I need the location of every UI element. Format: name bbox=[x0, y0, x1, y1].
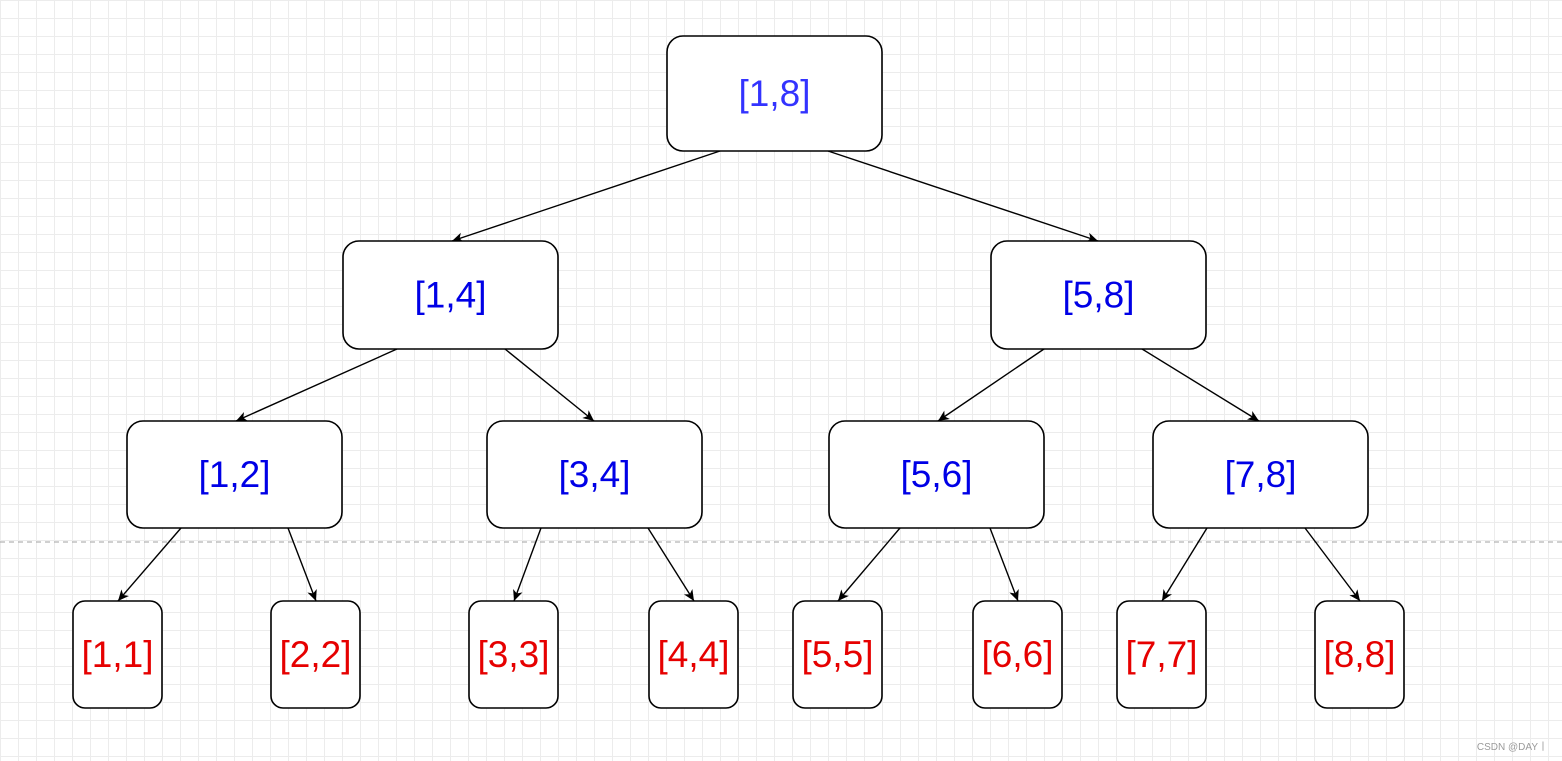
node-box bbox=[342, 240, 559, 350]
node-box bbox=[828, 420, 1045, 529]
tree-node-n34: [3,4] bbox=[486, 420, 703, 529]
node-label: [6,6] bbox=[982, 634, 1054, 675]
nodes-layer: [1,8] [1,4] [5,8] [1,2] [3,4] [5,6] [7,8] [1,1]… bbox=[72, 35, 1405, 709]
node-label: [5,6] bbox=[901, 454, 973, 495]
node-label: [4,4] bbox=[658, 634, 730, 675]
node-label: [1,4] bbox=[415, 275, 487, 316]
node-box bbox=[990, 240, 1207, 350]
node-label: [7,7] bbox=[1126, 634, 1198, 675]
node-box bbox=[270, 600, 361, 709]
tree-node-n77: [7,7] bbox=[1116, 600, 1207, 709]
edge-n78-to-n88 bbox=[1304, 527, 1361, 602]
tree-node-n88: [8,8] bbox=[1314, 600, 1405, 709]
node-label: [3,3] bbox=[478, 634, 550, 675]
edge-n18-to-n58 bbox=[827, 150, 1099, 243]
edge-n14-to-n12 bbox=[235, 348, 398, 422]
node-box bbox=[1152, 420, 1369, 529]
node-box bbox=[1116, 600, 1207, 709]
edge-n58-to-n78 bbox=[1141, 348, 1260, 422]
edge-n12-to-n22 bbox=[287, 527, 317, 602]
edge-n56-to-n66 bbox=[989, 527, 1019, 602]
edge-n12-to-n11 bbox=[117, 527, 182, 602]
node-label: [3,4] bbox=[559, 454, 631, 495]
node-label: [8,8] bbox=[1324, 634, 1396, 675]
node-box bbox=[666, 35, 883, 152]
tree-node-n18: [1,8] bbox=[666, 35, 883, 152]
edge-n58-to-n56 bbox=[937, 348, 1045, 422]
node-box bbox=[648, 600, 739, 709]
node-label: [5,8] bbox=[1063, 275, 1135, 316]
tree-node-n56: [5,6] bbox=[828, 420, 1045, 529]
tree-node-n33: [3,3] bbox=[468, 600, 559, 709]
tree-node-n12: [1,2] bbox=[126, 420, 343, 529]
watermark-text: CSDN @DAY丨 bbox=[1477, 741, 1548, 753]
node-label: [5,5] bbox=[802, 634, 874, 675]
node-box bbox=[972, 600, 1063, 709]
tree-node-n58: [5,8] bbox=[990, 240, 1207, 350]
tree-node-n22: [2,2] bbox=[270, 600, 361, 709]
tree-node-n44: [4,4] bbox=[648, 600, 739, 709]
edge-n34-to-n44 bbox=[647, 527, 695, 602]
node-label: [1,1] bbox=[82, 634, 154, 675]
node-label: [1,2] bbox=[199, 454, 271, 495]
node-box bbox=[486, 420, 703, 529]
node-label: [1,8] bbox=[739, 73, 811, 114]
node-box bbox=[1314, 600, 1405, 709]
edge-n78-to-n77 bbox=[1161, 527, 1208, 602]
node-box bbox=[126, 420, 343, 529]
tree-node-n14: [1,4] bbox=[342, 240, 559, 350]
node-box bbox=[468, 600, 559, 709]
edge-n34-to-n33 bbox=[513, 527, 542, 602]
edges-layer bbox=[117, 150, 1361, 602]
tree-node-n66: [6,6] bbox=[972, 600, 1063, 709]
edge-n14-to-n34 bbox=[504, 348, 595, 422]
tree-node-n55: [5,5] bbox=[792, 600, 883, 709]
tree-node-n11: [1,1] bbox=[72, 600, 163, 709]
node-box bbox=[72, 600, 163, 709]
node-box bbox=[792, 600, 883, 709]
node-label: [2,2] bbox=[280, 634, 352, 675]
edge-n18-to-n14 bbox=[451, 150, 721, 243]
tree-node-n78: [7,8] bbox=[1152, 420, 1369, 529]
node-label: [7,8] bbox=[1225, 454, 1297, 495]
edge-n56-to-n55 bbox=[837, 527, 901, 602]
